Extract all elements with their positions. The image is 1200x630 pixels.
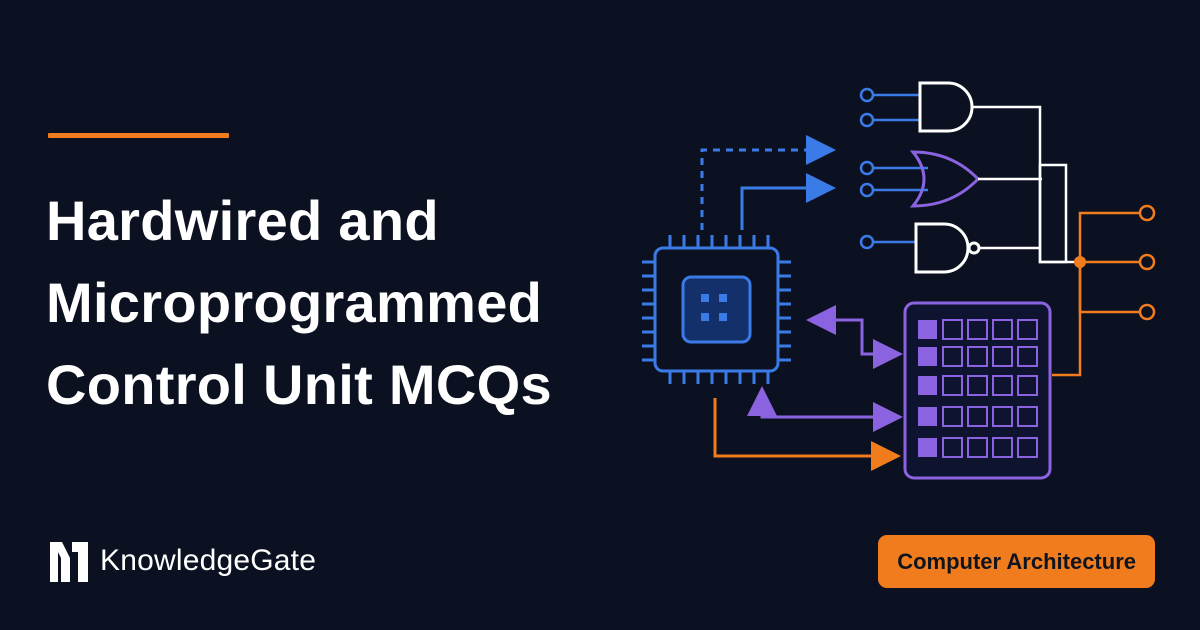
accent-bar [48, 133, 229, 138]
cpu-core-dots [701, 294, 727, 321]
knowledgegate-logo-icon [50, 542, 88, 582]
title-line-1: Hardwired and [46, 189, 439, 252]
page-title: Hardwired and Microprogrammed Control Un… [46, 180, 646, 426]
and-gate-icon [918, 81, 974, 133]
title-line-3: Control Unit MCQs [46, 353, 552, 416]
brand-name: KnowledgeGate [100, 544, 317, 577]
brand: KnowledgeGate [48, 537, 316, 585]
orange-signal-arrow [713, 398, 901, 471]
control-memory-grid-icon [903, 301, 1052, 480]
bus-junction [1074, 256, 1086, 268]
gate-inputs [859, 87, 928, 250]
category-badge: Computer Architecture [878, 535, 1155, 588]
bidirectional-arrow-lower [747, 386, 903, 432]
signal-arrow [740, 173, 836, 230]
title-line-2: Microprogrammed [46, 271, 543, 334]
nand-gate-icon [914, 222, 981, 274]
or-gate-icon [909, 150, 981, 208]
bidirectional-arrow-upper [806, 305, 903, 369]
dashed-signal-arrow [700, 135, 836, 230]
gate-output-wires [972, 105, 1080, 264]
output-bus [1052, 204, 1156, 377]
cpu-chip-icon [642, 235, 791, 384]
